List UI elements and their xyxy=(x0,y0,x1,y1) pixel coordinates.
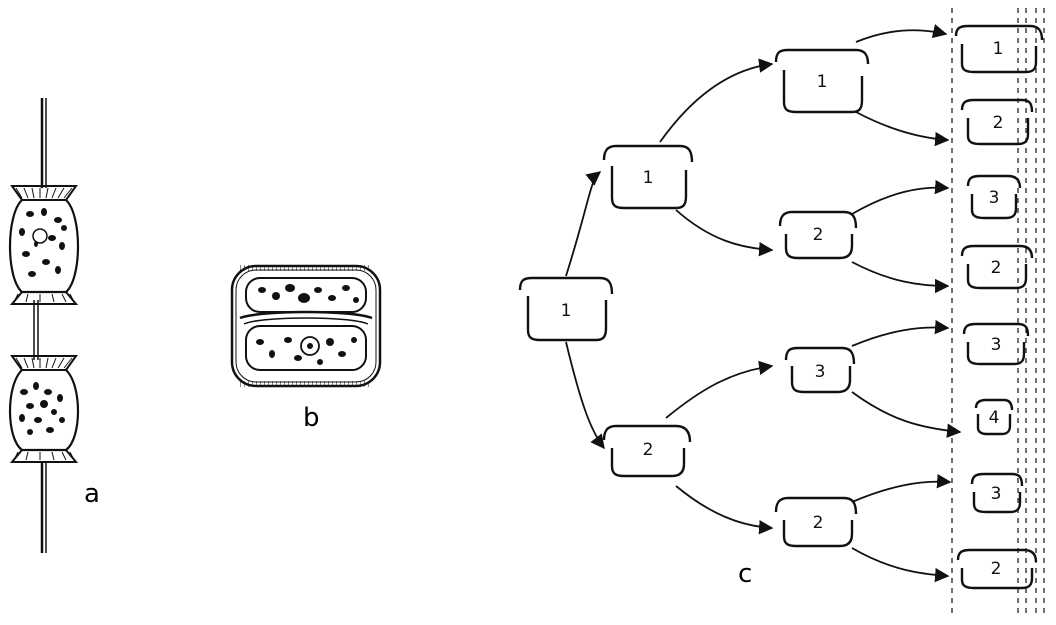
cell-number: 2 xyxy=(991,258,1002,278)
cell-number: 2 xyxy=(991,559,1002,579)
cell-number: 1 xyxy=(817,72,828,92)
cell-number: 3 xyxy=(815,362,826,382)
cell-gen3-5 xyxy=(962,322,1030,366)
cell-number: 2 xyxy=(813,225,824,245)
figure-c-size-reduction-tree: 1 1 2 1 2 3 2 1 2 3 2 3 4 3 2 c xyxy=(518,8,1045,618)
nucleus xyxy=(300,336,320,356)
division-plane xyxy=(239,310,373,320)
cell-number: 2 xyxy=(813,513,824,533)
cell-gen2-4 xyxy=(774,496,858,548)
cell-gen3-8 xyxy=(956,548,1038,590)
caption-b: b xyxy=(303,403,320,433)
cell-gen3-1 xyxy=(954,24,1044,74)
cell-gen3-3 xyxy=(966,174,1022,220)
cell-number: 3 xyxy=(989,188,1000,208)
cell-number: 4 xyxy=(989,408,1000,428)
caption-c: c xyxy=(738,559,752,589)
cell-number: 2 xyxy=(643,440,654,460)
lower-valve xyxy=(245,325,367,371)
cell-gen3-4 xyxy=(960,244,1034,290)
figure-b-dividing-diatom: b xyxy=(230,264,382,433)
figure-a-diatom-chain: a xyxy=(8,98,100,553)
cell-root xyxy=(518,276,614,342)
cell-numbers: 1 1 2 1 2 3 2 1 2 3 2 3 4 3 2 xyxy=(561,39,1004,579)
cell-boxes xyxy=(518,24,1044,590)
chloroplasts xyxy=(19,382,65,435)
chloroplasts xyxy=(256,284,359,365)
cell-gen3-7 xyxy=(970,472,1024,514)
cell-gen2-3 xyxy=(784,346,856,394)
cell-number: 2 xyxy=(993,113,1004,133)
dashed-reference-lines xyxy=(951,8,1045,618)
cell-number: 1 xyxy=(993,39,1004,59)
cell-number: 3 xyxy=(991,335,1002,355)
chloroplasts xyxy=(19,208,67,277)
cell-number: 1 xyxy=(561,301,572,321)
cell-gen3-2 xyxy=(960,98,1034,146)
caption-a: a xyxy=(84,479,100,509)
cell-gen1-2 xyxy=(602,424,692,478)
cell-gen2-2 xyxy=(778,210,858,260)
chain-cell-upper xyxy=(8,185,80,305)
cell-gen1-1 xyxy=(602,144,694,210)
cell-gen3-6 xyxy=(974,398,1014,436)
nucleus xyxy=(32,228,48,244)
cell-gen2-1 xyxy=(774,48,870,114)
cell-number: 3 xyxy=(991,484,1002,504)
cell-number: 1 xyxy=(643,168,654,188)
division-arrows xyxy=(565,24,962,583)
chain-cell-lower xyxy=(8,355,80,463)
